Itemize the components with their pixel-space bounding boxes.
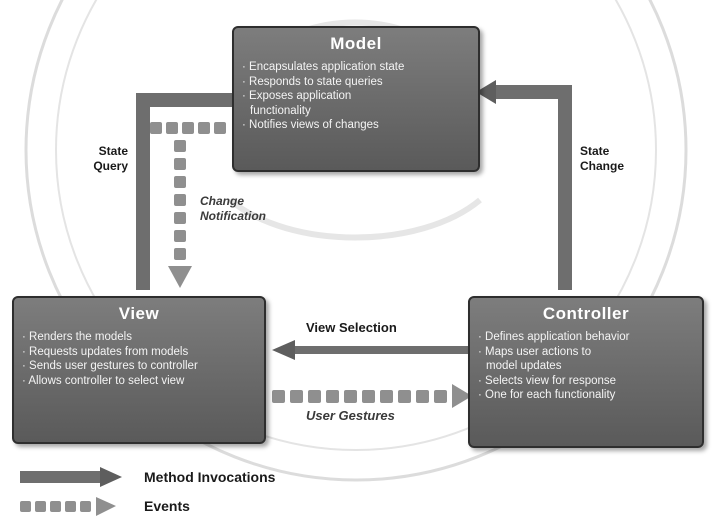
controller-box: Controller · Defines application behavio… [468, 296, 704, 448]
change-notification-label-line: Notification [200, 209, 266, 223]
controller-responsibilities: · Defines application behavior · Maps us… [470, 330, 702, 403]
view-box: View · Renders the models · Requests upd… [12, 296, 266, 444]
state-change-label: State Change [580, 144, 624, 174]
list-item: · Requests updates from models [22, 345, 189, 358]
controller-title: Controller [542, 304, 630, 323]
user-gestures-label: User Gestures [306, 408, 395, 423]
legend-solid-arrowhead [100, 467, 122, 487]
model-title: Model [330, 34, 382, 53]
change-notification-label-line: Change [200, 194, 245, 208]
list-item: · Renders the models [22, 331, 132, 343]
list-item: functionality [250, 104, 311, 117]
list-item: · Maps user actions to [478, 345, 592, 358]
list-item: · Selects view for response [478, 374, 617, 387]
view-selection-label: View Selection [306, 320, 397, 335]
list-item: · Allows controller to select view [22, 374, 185, 387]
change-notification-events [150, 122, 226, 288]
view-title: View [118, 304, 160, 323]
legend-events: Events [144, 498, 190, 514]
legend-events-arrow [20, 497, 116, 516]
list-item: · One for each functionality [478, 389, 616, 401]
state-query-arrow [136, 93, 232, 290]
state-query-label-line: Query [93, 159, 128, 173]
list-item: · Sends user gestures to controller [22, 360, 198, 372]
change-notification-label: Change Notification [200, 194, 266, 224]
list-item: · Responds to state queries [242, 75, 383, 88]
state-change-arrow [496, 85, 572, 290]
legend-method-invocations: Method Invocations [144, 469, 276, 485]
view-responsibilities: · Renders the models · Requests updates … [14, 330, 264, 388]
list-item: · Defines application behavior [478, 331, 630, 343]
list-item: model updates [486, 360, 562, 372]
user-gestures-events [272, 384, 472, 408]
list-item: · Exposes application [242, 90, 352, 102]
model-responsibilities: · Encapsulates application state · Respo… [234, 60, 478, 133]
state-query-label-line: State [98, 144, 128, 158]
state-change-arrowhead [476, 80, 496, 104]
list-item: · Encapsulates application state [242, 61, 405, 73]
list-item: · Notifies views of changes [242, 119, 379, 131]
view-selection-arrowhead [272, 340, 295, 360]
state-query-label: State Query [84, 144, 128, 174]
state-change-label-line: State [580, 144, 610, 158]
model-box: Model · Encapsulates application state ·… [232, 26, 480, 172]
state-change-label-line: Change [580, 159, 625, 173]
